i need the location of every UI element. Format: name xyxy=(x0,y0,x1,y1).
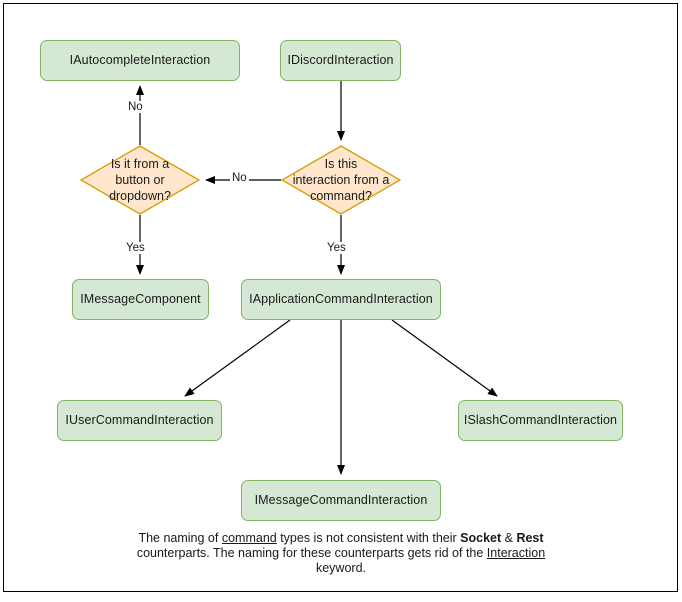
node-message-command-interaction-label: IMessageCommandInteraction xyxy=(254,492,428,507)
decision-from-command[interactable]: Is this interaction from a command? xyxy=(280,145,402,215)
edge-label-command-no: No xyxy=(230,172,249,184)
footnote-part5: keyword. xyxy=(315,561,367,575)
node-slash-command-interaction-label: ISlashCommandInteraction xyxy=(463,412,618,427)
node-discord-interaction[interactable]: IDiscordInteraction xyxy=(280,40,401,81)
decision-from-command-shape xyxy=(280,145,402,215)
edge-application-command-to-user-command xyxy=(184,319,291,397)
footnote-part4: counterparts. The naming for these count… xyxy=(136,546,487,560)
decision-from-button-or-dropdown[interactable]: Is it from a button or dropdown? xyxy=(79,145,201,215)
node-message-command-interaction[interactable]: IMessageCommandInteraction xyxy=(241,480,441,521)
node-application-command-interaction[interactable]: IApplicationCommandInteraction xyxy=(241,279,441,320)
node-user-command-interaction[interactable]: IUserCommandInteraction xyxy=(57,400,222,441)
edge-label-button-yes: Yes xyxy=(124,242,147,254)
footnote-bold-socket: Socket xyxy=(460,531,502,545)
edge-label-command-yes: Yes xyxy=(325,242,348,254)
footnote-text: The naming of command types is not consi… xyxy=(131,531,551,576)
node-message-component[interactable]: IMessageComponent xyxy=(72,279,209,320)
node-message-component-label: IMessageComponent xyxy=(80,291,201,306)
footnote-part3: & xyxy=(501,531,517,545)
node-application-command-interaction-label: IApplicationCommandInteraction xyxy=(249,291,433,306)
node-autocomplete-interaction-label: IAutocompleteInteraction xyxy=(69,52,211,67)
node-user-command-interaction-label: IUserCommandInteraction xyxy=(65,412,214,427)
footnote-underline-command: command xyxy=(221,531,277,545)
decision-from-button-or-dropdown-shape xyxy=(79,145,201,215)
footnote-bold-rest: Rest xyxy=(516,531,544,545)
edge-application-command-to-slash-command xyxy=(391,319,498,397)
node-autocomplete-interaction[interactable]: IAutocompleteInteraction xyxy=(40,40,240,81)
footnote-part1: The naming of xyxy=(138,531,222,545)
node-slash-command-interaction[interactable]: ISlashCommandInteraction xyxy=(458,400,623,441)
footnote-underline-interaction: Interaction xyxy=(486,546,546,560)
edge-label-button-no: No xyxy=(126,101,145,113)
footnote-part2: types is not consistent with their xyxy=(276,531,461,545)
node-discord-interaction-label: IDiscordInteraction xyxy=(287,52,394,67)
